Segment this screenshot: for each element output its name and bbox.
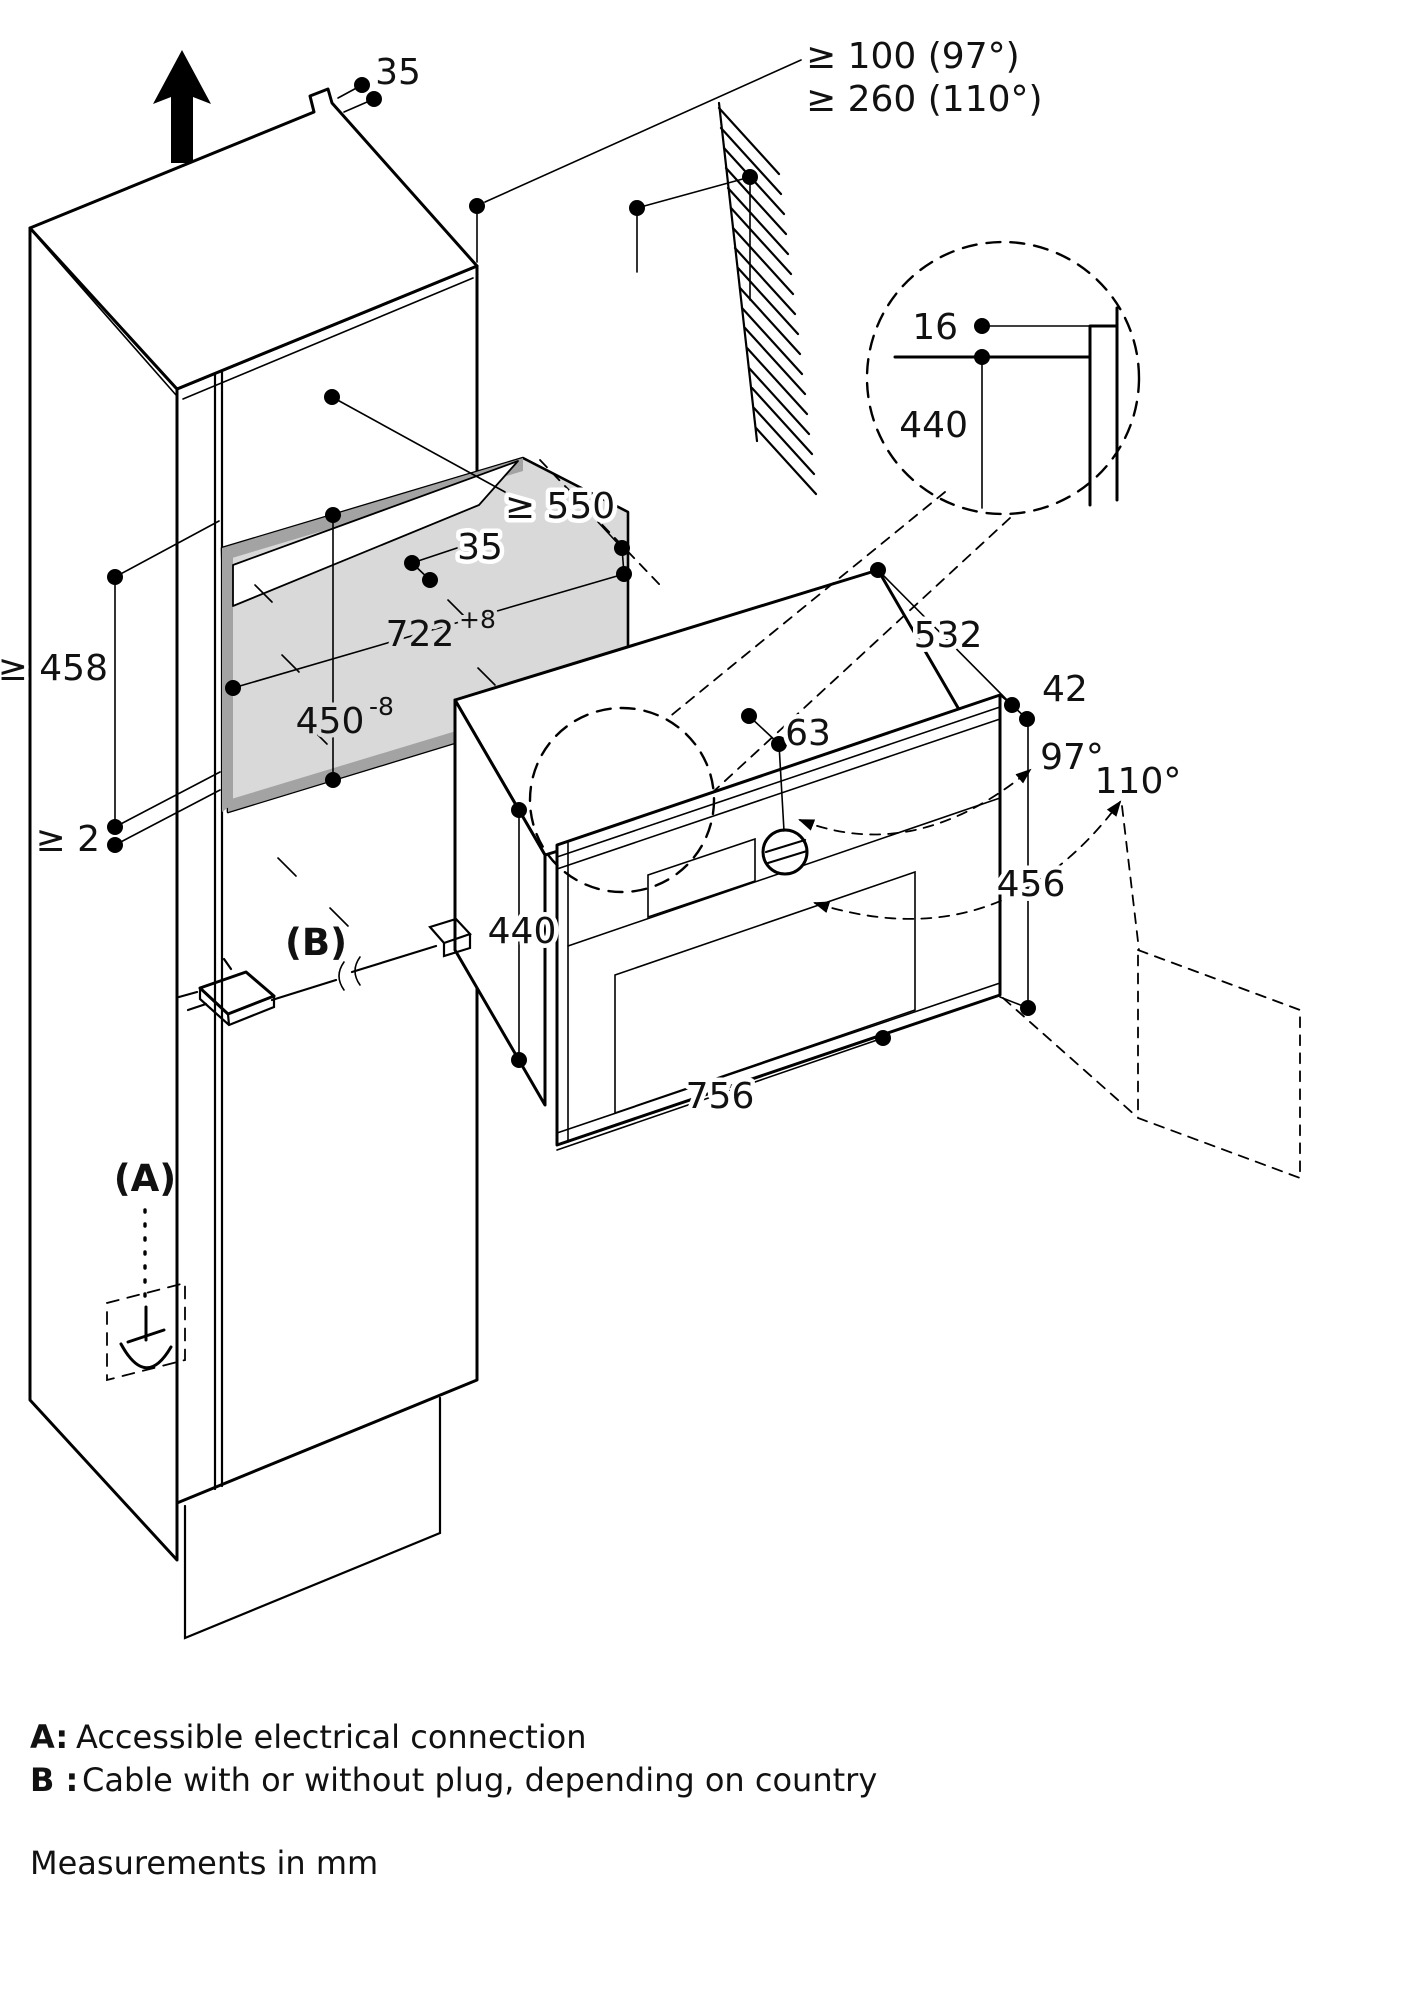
legend-a-key: A: <box>30 1718 68 1756</box>
control-knob-icon <box>761 828 809 876</box>
dim-niche-width-tol: +8 <box>459 605 496 634</box>
socket-box <box>106 1281 186 1382</box>
legend: A: Accessible electrical connection B : … <box>30 1718 877 1882</box>
callout-b: (B) <box>285 921 347 964</box>
dim-detail-height: 440 <box>899 405 968 446</box>
legend-note: Measurements in mm <box>30 1844 378 1882</box>
dim-front-height: 456 <box>997 864 1066 905</box>
opening-arc-110 <box>813 800 1122 920</box>
cabinet-side-face <box>28 226 179 1562</box>
dim-clearance-height: ≥ 458 <box>0 648 108 689</box>
dim-niche-width: 722 <box>386 614 455 655</box>
power-plug-icon <box>177 957 276 1027</box>
detail-callout-circle <box>865 240 1141 516</box>
dim-angle-110: 110° <box>1095 761 1182 802</box>
cable-connector <box>428 917 472 958</box>
dim-front-offset: 35 <box>457 527 503 568</box>
open-door-outline <box>1137 948 1301 1180</box>
dim-niche-height: 450 <box>296 701 365 742</box>
cable-break-marks <box>338 956 361 991</box>
power-cable <box>270 944 438 1002</box>
dim-detail-panel-thickness: 16 <box>912 307 958 348</box>
dim-appliance-depth: 532 <box>914 615 983 656</box>
cabinet-plinth <box>183 1396 442 1640</box>
niche-top-edge-strip <box>222 458 523 561</box>
callout-a: (A) <box>114 1157 176 1200</box>
dim-niche-depth: ≥ 550 <box>505 486 615 527</box>
up-arrow-icon <box>153 50 211 163</box>
callouts: (B) (A) <box>106 921 347 1382</box>
niche-left-edge-strip <box>222 548 233 812</box>
dim-wall-clearance-97: ≥ 100 (97°) <box>806 36 1020 77</box>
oven-display-window <box>647 837 756 919</box>
tall-cabinet <box>28 87 479 1640</box>
dim-top-cleat: 35 <box>375 52 421 93</box>
niche-corner-ticks <box>254 584 526 927</box>
dim-niche-height-tol: -8 <box>369 692 394 721</box>
legend-a-text: Accessible electrical connection <box>76 1718 587 1756</box>
dimensions: 35 ≥ 100 (97°) ≥ 260 (110°) ≥ 550 35 722… <box>0 32 1186 1151</box>
detail-circle: 16 440 <box>528 240 1141 894</box>
door-opening <box>798 768 1301 1180</box>
dim-body-height: 440 <box>488 911 557 952</box>
niche-top-surface <box>232 460 519 607</box>
dim-angle-97: 97° <box>1040 737 1104 778</box>
dim-wall-clearance-110: ≥ 260 (110°) <box>806 79 1043 120</box>
legend-b-key: B : <box>30 1761 78 1799</box>
dim-knob-offset: 63 <box>785 713 831 754</box>
dim-appliance-width: 756 <box>686 1076 755 1117</box>
socket-symbol-icon <box>119 1305 173 1370</box>
cabinet-top-face <box>28 87 479 391</box>
detail-source-circle <box>528 706 716 894</box>
dim-bottom-gap: ≥ 2 <box>35 819 100 860</box>
legend-b-text: Cable with or without plug, depending on… <box>82 1761 877 1799</box>
wall-hatch <box>717 101 818 496</box>
dim-door-gap: 42 <box>1042 669 1088 710</box>
